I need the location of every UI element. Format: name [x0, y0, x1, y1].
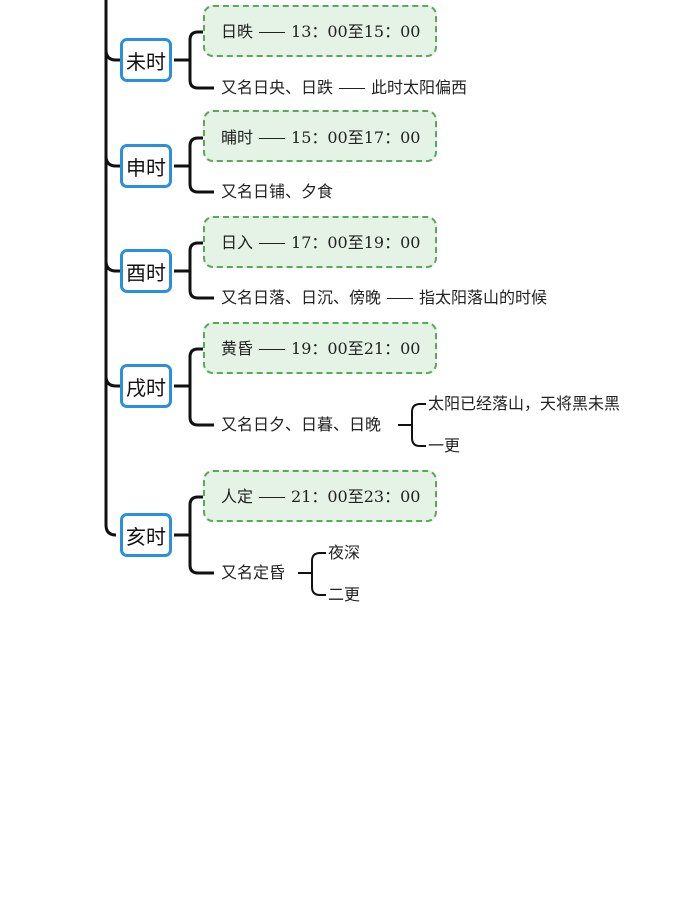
- node-label: 戌时: [126, 375, 166, 400]
- other-names[interactable]: 又名日夕、日暮、日晚: [221, 415, 381, 435]
- sub-item[interactable]: 二更: [328, 585, 361, 604]
- time-text: 13：00至15：00: [291, 22, 421, 41]
- node-label: 未时: [126, 49, 166, 74]
- node-label: 申时: [126, 155, 166, 180]
- alias-name: 人定: [221, 487, 254, 506]
- branch-bracket: [174, 241, 214, 300]
- trunk-line: [104, 0, 117, 537]
- time-range-box: [203, 216, 437, 268]
- time-node[interactable]: 未时: [120, 38, 172, 82]
- time-text: 17：00至19：00: [291, 233, 421, 252]
- other-names-text: 又名定昏: [221, 563, 286, 582]
- other-names-text: 又名日铺、夕食: [221, 182, 334, 201]
- sub-item[interactable]: 夜深: [328, 543, 361, 562]
- branch-bracket: [174, 30, 214, 90]
- time-text: 15：00至17：00: [291, 128, 421, 147]
- other-names[interactable]: 又名日落、日沉、傍晚 指太阳落山的时候: [221, 288, 547, 308]
- time-range[interactable]: 日入 17：00至19：00: [221, 233, 420, 253]
- other-names[interactable]: 又名日央、日跌 此时太阳偏西: [221, 78, 467, 98]
- node-label: 酉时: [126, 260, 166, 285]
- alias-name: 日昳: [221, 22, 254, 41]
- time-range[interactable]: 黄昏 19：00至21：00: [221, 339, 420, 359]
- time-range[interactable]: 人定 21：00至23：00: [221, 487, 420, 507]
- time-node[interactable]: 申时: [120, 144, 172, 188]
- node-label: 亥时: [126, 524, 166, 549]
- branch-bracket: [174, 495, 214, 575]
- alias-name: 晡时: [221, 128, 254, 147]
- other-names[interactable]: 又名定昏: [221, 563, 285, 583]
- sub-bracket: [298, 552, 326, 596]
- other-names-text: 又名日夕、日暮、日晚: [221, 415, 382, 434]
- time-range-box: [203, 110, 437, 162]
- note-text: 此时太阳偏西: [371, 78, 468, 97]
- time-range[interactable]: 日昳 13：00至15：00: [221, 22, 420, 42]
- other-names-text: 又名日央、日跌: [221, 78, 334, 97]
- time-range-box: [203, 322, 437, 374]
- alias-name: 日入: [221, 233, 254, 252]
- other-names-text: 又名日落、日沉、傍晚: [221, 288, 382, 307]
- note-text: 指太阳落山的时候: [419, 288, 548, 307]
- time-node[interactable]: 酉时: [120, 249, 172, 293]
- time-node[interactable]: 亥时: [120, 513, 172, 557]
- time-range-box: [203, 5, 437, 57]
- branch-bracket: [174, 347, 214, 427]
- sub-bracket: [398, 403, 426, 447]
- time-text: 19：00至21：00: [291, 339, 421, 358]
- sub-item[interactable]: 一更: [428, 436, 461, 455]
- other-names[interactable]: 又名日铺、夕食: [221, 182, 333, 202]
- time-range[interactable]: 晡时 15：00至17：00: [221, 128, 420, 148]
- sub-item[interactable]: 太阳已经落山，天将黑未黑: [428, 394, 621, 413]
- time-range-box: [203, 470, 437, 522]
- branch-bracket: [174, 136, 214, 194]
- time-node[interactable]: 戌时: [120, 364, 172, 408]
- alias-name: 黄昏: [221, 339, 254, 358]
- time-text: 21：00至23：00: [291, 487, 421, 506]
